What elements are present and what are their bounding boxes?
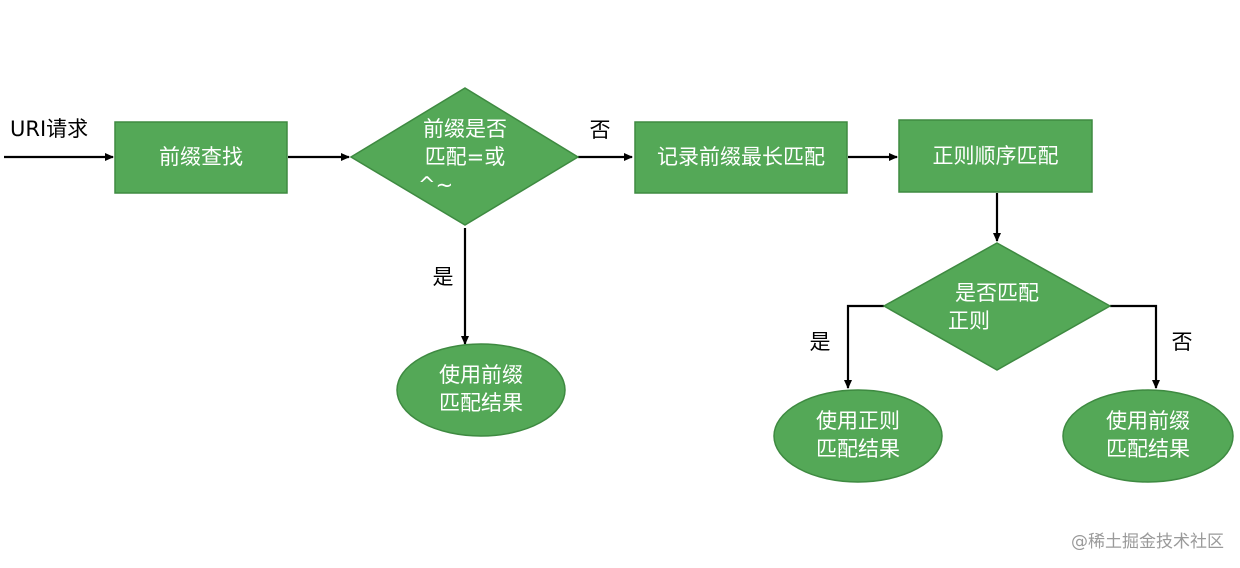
label-regex-order: 正则顺序匹配 — [932, 144, 1059, 168]
edge-label-regex-no: 否 — [1171, 330, 1193, 354]
label-use-regex-result-line2: 匹配结果 — [816, 437, 900, 461]
label-prefix-search: 前缀查找 — [159, 145, 243, 169]
input-label: URI请求 — [10, 117, 89, 141]
label-use-prefix-result-1: 使用前缀 匹配结果 — [420, 361, 542, 417]
label-use-prefix-result-2-line1: 使用前缀 — [1106, 409, 1190, 433]
node-use-prefix-result-2 — [1062, 389, 1234, 483]
node-use-prefix-result-1 — [396, 343, 566, 437]
node-prefix-search — [114, 121, 288, 194]
node-use-regex-result — [773, 389, 943, 483]
watermark: @稀土掘金技术社区 — [1071, 532, 1224, 552]
edge-decision-regex-to-use-regex — [844, 304, 884, 389]
edge-decision-regex-to-use-prefix-2 — [1110, 304, 1160, 389]
label-decision-regex: 是否匹配 正则 — [940, 279, 1054, 335]
node-decision-regex — [882, 242, 1112, 371]
label-use-regex-result-line1: 使用正则 — [816, 409, 900, 433]
edge-label-prefix-no: 否 — [589, 118, 611, 142]
label-use-prefix-result-2: 使用前缀 匹配结果 — [1087, 407, 1209, 463]
label-use-regex-result: 使用正则 匹配结果 — [797, 407, 919, 463]
edge-label-prefix-yes: 是 — [432, 265, 454, 289]
node-decision-prefix — [349, 87, 580, 226]
label-use-prefix-result-1-line2: 匹配结果 — [439, 391, 523, 415]
label-decision-regex-line2: 正则 — [948, 309, 990, 333]
node-regex-order — [898, 119, 1093, 193]
edge-label-regex-yes: 是 — [809, 330, 831, 354]
label-decision-prefix: 前缀是否 匹配=或 ^~ — [400, 115, 530, 199]
node-record-longest — [634, 121, 848, 194]
label-decision-prefix-line3: ^~ — [418, 173, 454, 197]
label-use-prefix-result-1-line1: 使用前缀 — [439, 363, 523, 387]
label-record-longest: 记录前缀最长匹配 — [657, 145, 825, 169]
label-decision-regex-line1: 是否匹配 — [955, 281, 1039, 305]
label-use-prefix-result-2-line2: 匹配结果 — [1106, 437, 1190, 461]
label-decision-prefix-line2: 匹配=或 — [424, 145, 506, 169]
label-decision-prefix-line1: 前缀是否 — [423, 117, 507, 141]
